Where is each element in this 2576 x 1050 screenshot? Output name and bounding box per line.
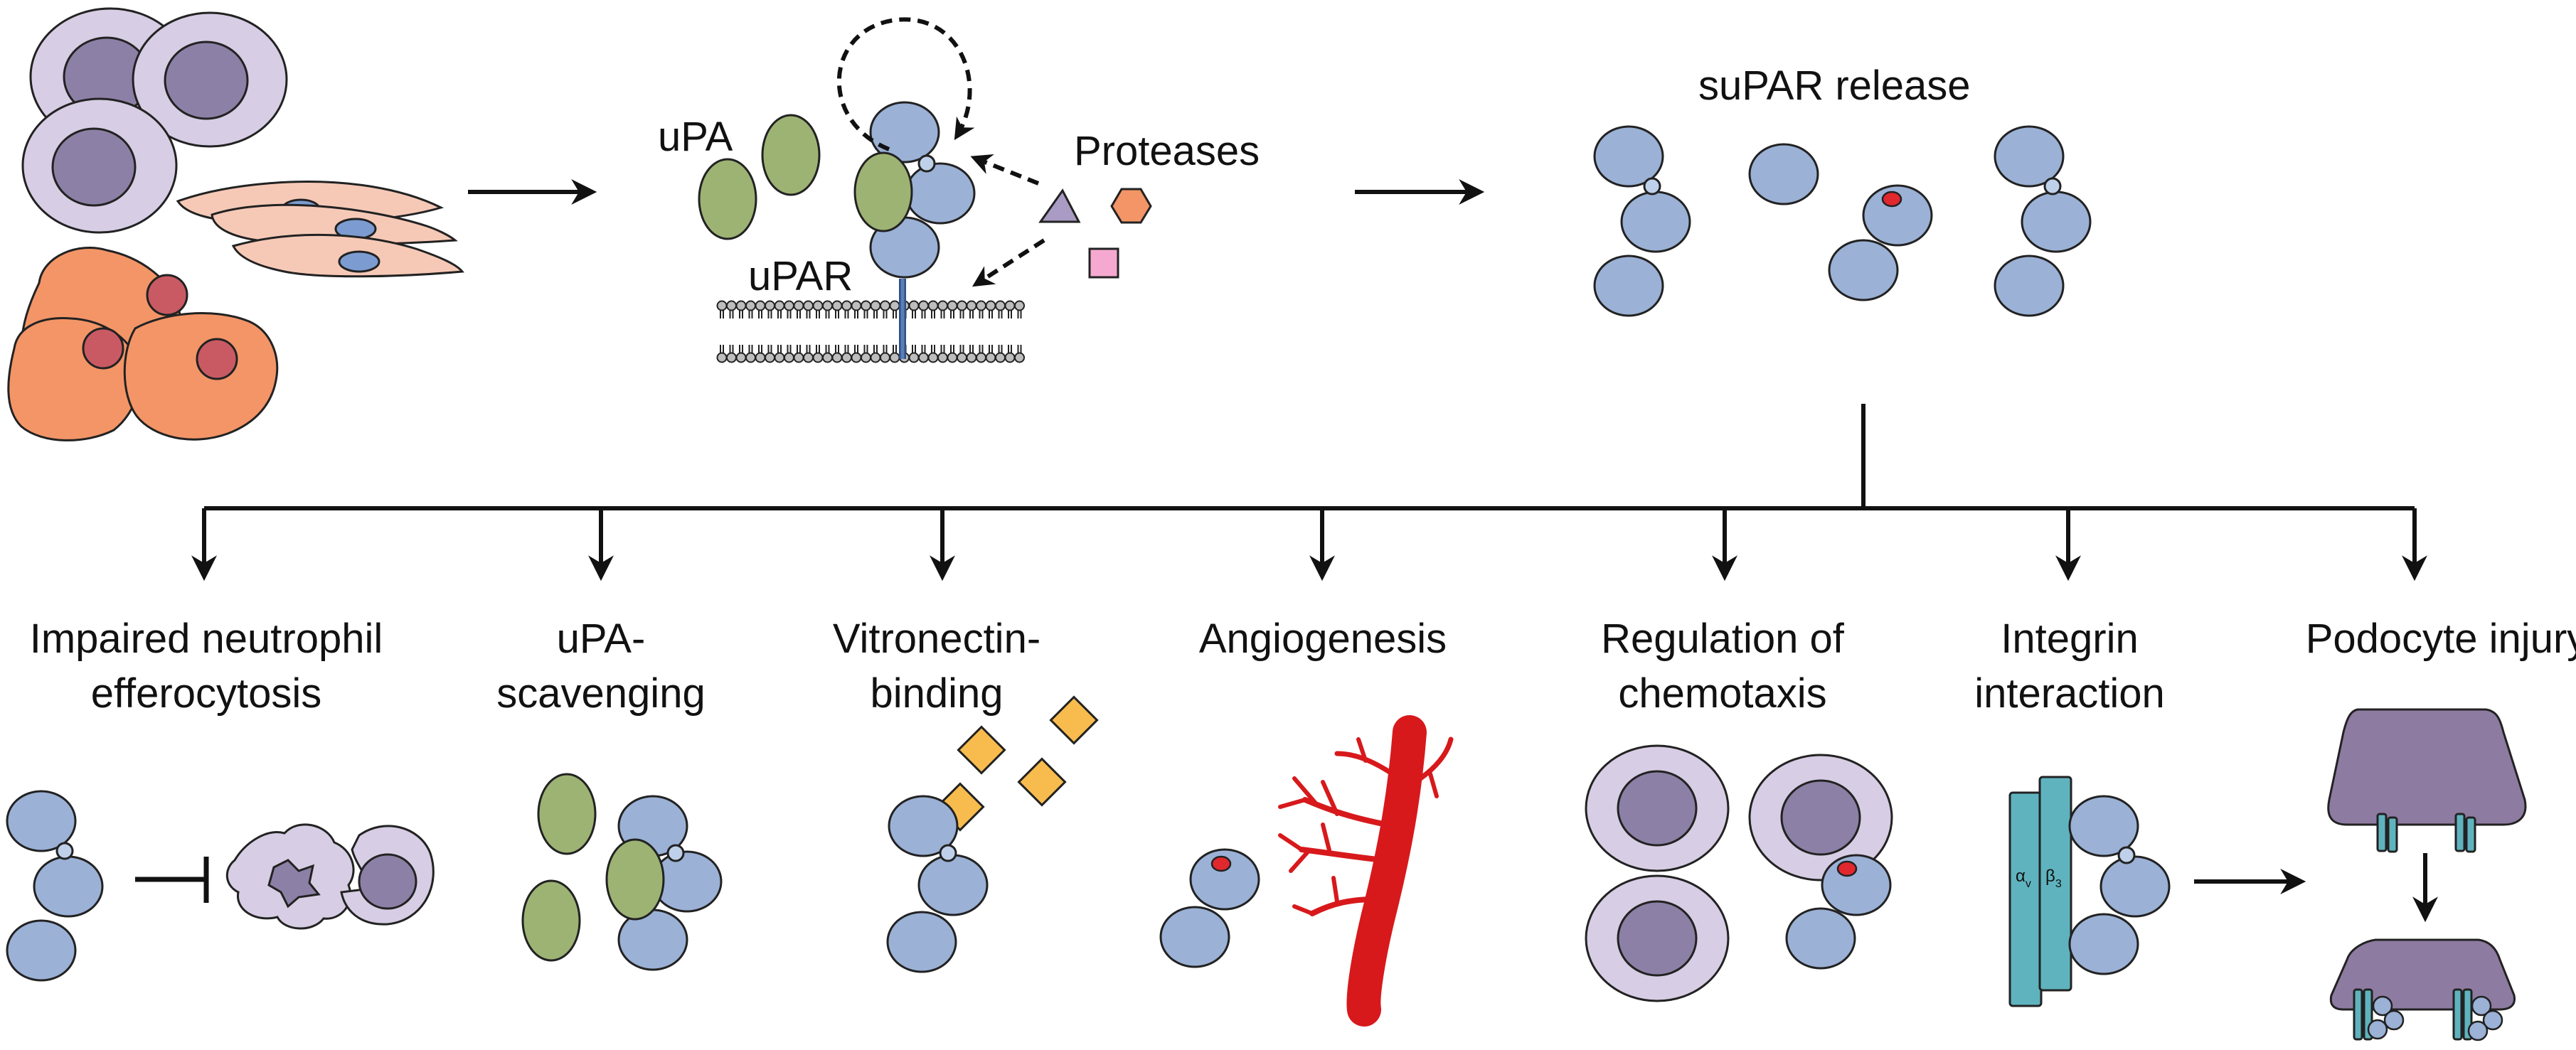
angiogenesis-illustration bbox=[1159, 715, 1454, 1027]
immune-cell-icon bbox=[132, 11, 288, 148]
immune-cell-icon bbox=[1585, 874, 1730, 1002]
outcome-label: efferocytosis bbox=[91, 670, 322, 717]
upa-scavenging-illustration bbox=[521, 773, 723, 971]
membrane-icon bbox=[716, 300, 1025, 363]
macrophage-icon bbox=[7, 317, 141, 441]
supar-fragments bbox=[1595, 127, 2090, 316]
proteases-label: Proteases bbox=[1074, 128, 1260, 174]
chemotaxis-illustration bbox=[1585, 744, 1893, 1002]
apoptotic-neutrophil-icon bbox=[225, 823, 355, 930]
outcome-label: scavenging bbox=[496, 670, 705, 717]
outcome-labels: Impaired neutrophil efferocytosis uPA- s… bbox=[30, 616, 2576, 717]
vitronectin-binding-illustration bbox=[886, 695, 1099, 973]
protease-arrow-icon bbox=[972, 238, 1045, 287]
efferocytosis-illustration bbox=[7, 791, 435, 980]
immune-cell-icon bbox=[1585, 744, 1730, 872]
branch-arrows bbox=[191, 508, 2427, 582]
outcome-label: interaction bbox=[1974, 670, 2165, 717]
outcome-label: Angiogenesis bbox=[1199, 616, 1447, 662]
outcome-label: chemotaxis bbox=[1618, 670, 1826, 717]
beta-3-label: β3 bbox=[2045, 867, 2062, 890]
integrin-illustration: αv β3 bbox=[2008, 776, 2171, 1007]
protease-icon bbox=[1038, 188, 1152, 279]
outcome-label: Regulation of bbox=[1601, 616, 1845, 662]
upar-label: uPAR bbox=[748, 253, 853, 299]
outcome-label: Vitronectin- bbox=[833, 616, 1040, 662]
protease-arrow-icon bbox=[970, 154, 1040, 186]
autoproteolysis-arrow-icon bbox=[836, 17, 975, 151]
integrin-icon: αv β3 bbox=[2008, 776, 2072, 1007]
outcome-label: Podocyte injury bbox=[2306, 616, 2576, 662]
fibroblast-icon bbox=[176, 181, 464, 278]
immune-cell-icon bbox=[21, 97, 178, 234]
outcome-label: uPA- bbox=[557, 616, 646, 662]
upar-receptor-icon bbox=[853, 101, 976, 359]
upa-label: uPA bbox=[658, 114, 733, 160]
podocyte-icon bbox=[2327, 708, 2527, 853]
supar-icon bbox=[1995, 127, 2090, 316]
supar-icon bbox=[7, 791, 102, 980]
upa-ligand-icon bbox=[698, 114, 821, 240]
outcome-label: Impaired neutrophil bbox=[30, 616, 383, 662]
macrophage-icon bbox=[340, 825, 435, 926]
podocyte-injury-illustration bbox=[2327, 708, 2527, 1041]
macrophage-icon bbox=[123, 312, 279, 441]
injured-podocyte-icon bbox=[2329, 938, 2516, 1041]
outcome-label: binding bbox=[870, 670, 1003, 717]
supar-release-label: suPAR release bbox=[1698, 63, 1971, 109]
supar-fragment-icon bbox=[1748, 143, 1819, 205]
vitronectin-icon bbox=[935, 695, 1099, 832]
alpha-v-label: αv bbox=[2016, 867, 2031, 890]
supar-fragment-icon bbox=[1828, 184, 1933, 301]
blood-vessel-icon bbox=[1278, 715, 1454, 1027]
cell-cluster bbox=[7, 7, 464, 441]
supar-icon bbox=[1595, 127, 1690, 316]
outcome-label: Integrin bbox=[2001, 616, 2138, 662]
branch-connector bbox=[204, 404, 2415, 510]
